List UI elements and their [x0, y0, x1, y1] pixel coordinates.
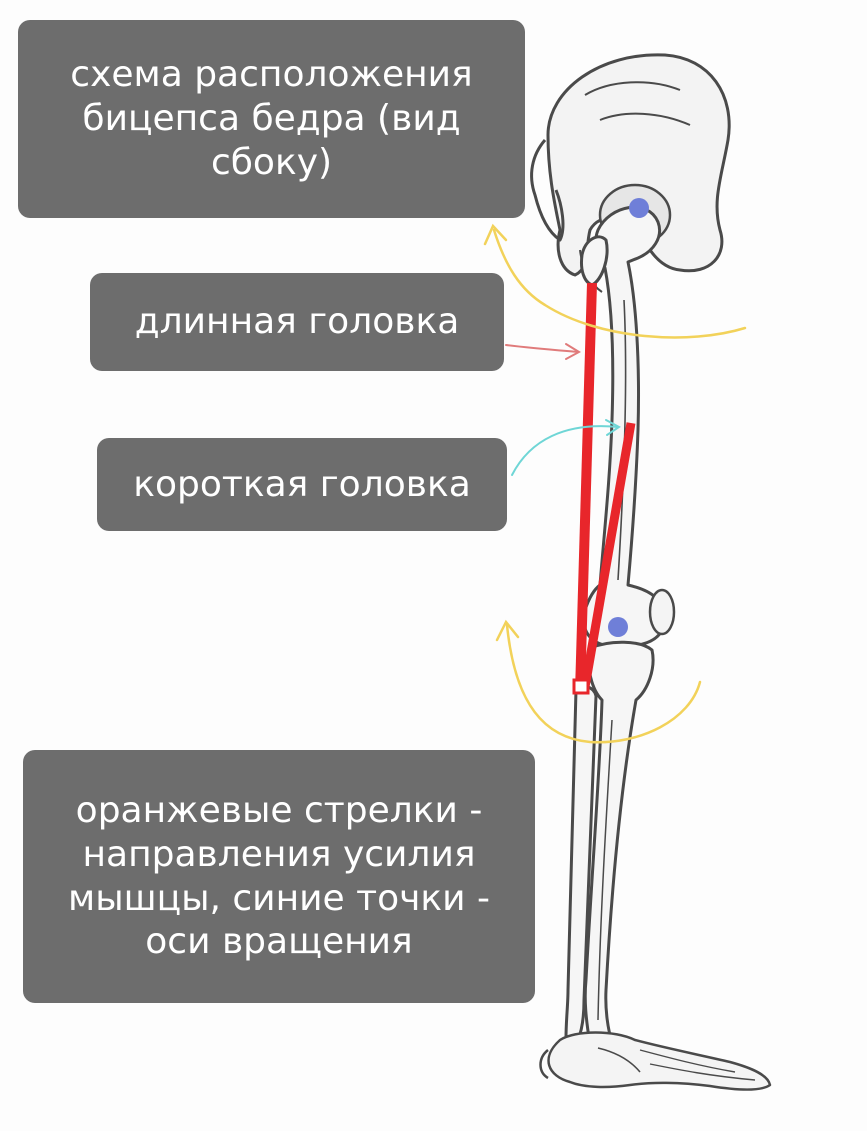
- short-head-line: [580, 422, 636, 688]
- hip-rotation-axis-dot: [629, 198, 649, 218]
- femur-bone: [580, 205, 667, 648]
- pointer-long-head: [505, 343, 582, 360]
- long-head-line: [575, 282, 597, 693]
- hip-force-arrow-head: [483, 223, 508, 246]
- short-head-text: короткая головка: [133, 463, 471, 505]
- long-head-label: длинная головка: [90, 273, 504, 371]
- knee-force-arrow: [505, 623, 702, 744]
- lower-leg-bones: [564, 640, 655, 1046]
- short-head-label: короткая головка: [97, 438, 507, 531]
- legend-note-text: оранжевые стрелки - направления усилия м…: [68, 789, 490, 963]
- foot-bones: [539, 1031, 772, 1091]
- force-arrows: [483, 223, 747, 744]
- legend-note-label: оранжевые стрелки - направления усилия м…: [23, 750, 535, 1003]
- patella-bone: [648, 588, 676, 636]
- long-head-text: длинная головка: [134, 301, 460, 343]
- title-label: схема расположения бицепса бедра (вид сб…: [18, 20, 525, 218]
- knee-rotation-axis-dot: [608, 617, 628, 637]
- muscle-lines: [572, 282, 636, 695]
- title-text: схема расположения бицепса бедра (вид сб…: [70, 54, 473, 183]
- knee-force-arrow-head: [495, 619, 520, 642]
- pointer-short-head: [511, 419, 621, 476]
- insertion-marker: [572, 678, 590, 695]
- hip-force-arrow: [492, 228, 747, 339]
- pelvis-bone: [530, 53, 731, 293]
